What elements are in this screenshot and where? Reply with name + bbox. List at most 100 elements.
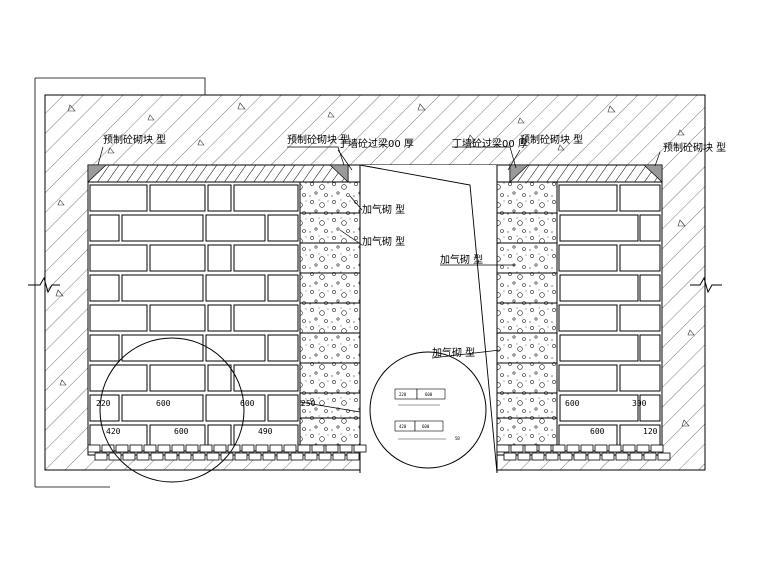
brick xyxy=(304,452,318,461)
detail-callout: 220 600 420 600 5B xyxy=(369,351,487,469)
detail-dim-3: 420 xyxy=(399,424,407,429)
leader-lines xyxy=(97,146,661,413)
section-frame xyxy=(35,77,206,95)
brick xyxy=(205,394,266,422)
brick xyxy=(207,244,232,272)
brick xyxy=(267,274,299,302)
brick xyxy=(150,452,164,461)
brick xyxy=(283,444,297,453)
brick xyxy=(619,184,661,212)
brick xyxy=(559,214,639,242)
brick xyxy=(531,452,545,461)
brick xyxy=(517,452,531,461)
detail-dim-2: 600 xyxy=(425,392,433,397)
precast-block-left xyxy=(87,164,107,183)
brick xyxy=(248,452,262,461)
detail-dim-4: 600 xyxy=(422,424,430,429)
label-aerated-1: 加气砌 型 xyxy=(362,203,405,216)
brick xyxy=(615,452,629,461)
brick xyxy=(136,452,150,461)
dim-row2-b: 600 xyxy=(174,427,189,436)
brick xyxy=(269,444,283,453)
brick xyxy=(639,274,661,302)
brick xyxy=(297,444,311,453)
brick xyxy=(267,334,299,362)
brick xyxy=(89,244,148,272)
brick xyxy=(122,452,136,461)
brick xyxy=(311,444,325,453)
brick xyxy=(639,394,661,422)
brick xyxy=(290,452,304,461)
brick-dimensions: 220 600 600 250 420 600 490 600 300 600 … xyxy=(96,399,658,436)
dim-row1-a: 220 xyxy=(96,399,111,408)
brick xyxy=(650,444,664,453)
brick xyxy=(276,452,290,461)
annotations: 预制砼砌块 型 预制砼砌块 型 丁墙砼过梁00 厚 丁墙砼过梁00 厚 预制砼砌… xyxy=(103,133,726,359)
brick xyxy=(503,452,517,461)
brick xyxy=(643,452,657,461)
label-ding-right: 丁墙砼过梁00 厚 xyxy=(452,137,528,150)
brick xyxy=(149,244,206,272)
brick xyxy=(657,452,671,461)
brick xyxy=(559,334,639,362)
brick xyxy=(325,444,339,453)
brick xyxy=(339,444,353,453)
dim-right-row1-a: 600 xyxy=(565,399,580,408)
dim-row1-d: 250 xyxy=(301,399,316,408)
brick xyxy=(558,304,618,332)
brick xyxy=(267,394,299,422)
brick xyxy=(496,444,510,453)
brick xyxy=(205,214,266,242)
brick xyxy=(101,444,115,453)
label-precast-top-mid: 预制砼砌块 型 xyxy=(287,133,350,146)
brick xyxy=(227,444,241,453)
brick xyxy=(559,452,573,461)
brick xyxy=(94,452,108,461)
brick xyxy=(559,274,639,302)
detail-dim-1: 220 xyxy=(399,392,407,397)
brick xyxy=(149,184,206,212)
brick xyxy=(552,444,566,453)
brick xyxy=(587,452,601,461)
brick xyxy=(178,452,192,461)
brick xyxy=(559,394,639,422)
brick xyxy=(115,444,129,453)
brick xyxy=(149,304,206,332)
brick xyxy=(164,452,178,461)
brick xyxy=(207,184,232,212)
brick xyxy=(346,452,360,461)
aerated-column-right xyxy=(496,181,558,446)
brick xyxy=(143,444,157,453)
brick xyxy=(233,184,299,212)
brick xyxy=(318,452,332,461)
brick xyxy=(206,452,220,461)
brick xyxy=(89,394,120,422)
brick xyxy=(121,394,204,422)
label-aerated-3: 加气砌 型 xyxy=(440,253,483,266)
brick xyxy=(255,444,269,453)
brick xyxy=(87,444,101,453)
brick xyxy=(524,444,538,453)
break-lines xyxy=(28,276,722,294)
dim-row1-b: 600 xyxy=(156,399,171,408)
brick-wall-left xyxy=(89,184,299,452)
brick xyxy=(233,244,299,272)
brick xyxy=(157,444,171,453)
brick xyxy=(234,452,248,461)
label-aerated-2: 加气砌 型 xyxy=(362,235,405,248)
brick xyxy=(207,304,232,332)
brick xyxy=(89,184,148,212)
brick xyxy=(171,444,185,453)
precast-block-mid xyxy=(329,164,349,183)
brick xyxy=(580,444,594,453)
base-brick-course xyxy=(87,444,671,461)
brick xyxy=(233,364,299,392)
brick xyxy=(121,274,204,302)
detail-circle-left xyxy=(99,337,245,483)
brick xyxy=(129,444,143,453)
brick xyxy=(89,274,120,302)
brick xyxy=(545,452,559,461)
brick xyxy=(566,444,580,453)
brick xyxy=(205,274,266,302)
